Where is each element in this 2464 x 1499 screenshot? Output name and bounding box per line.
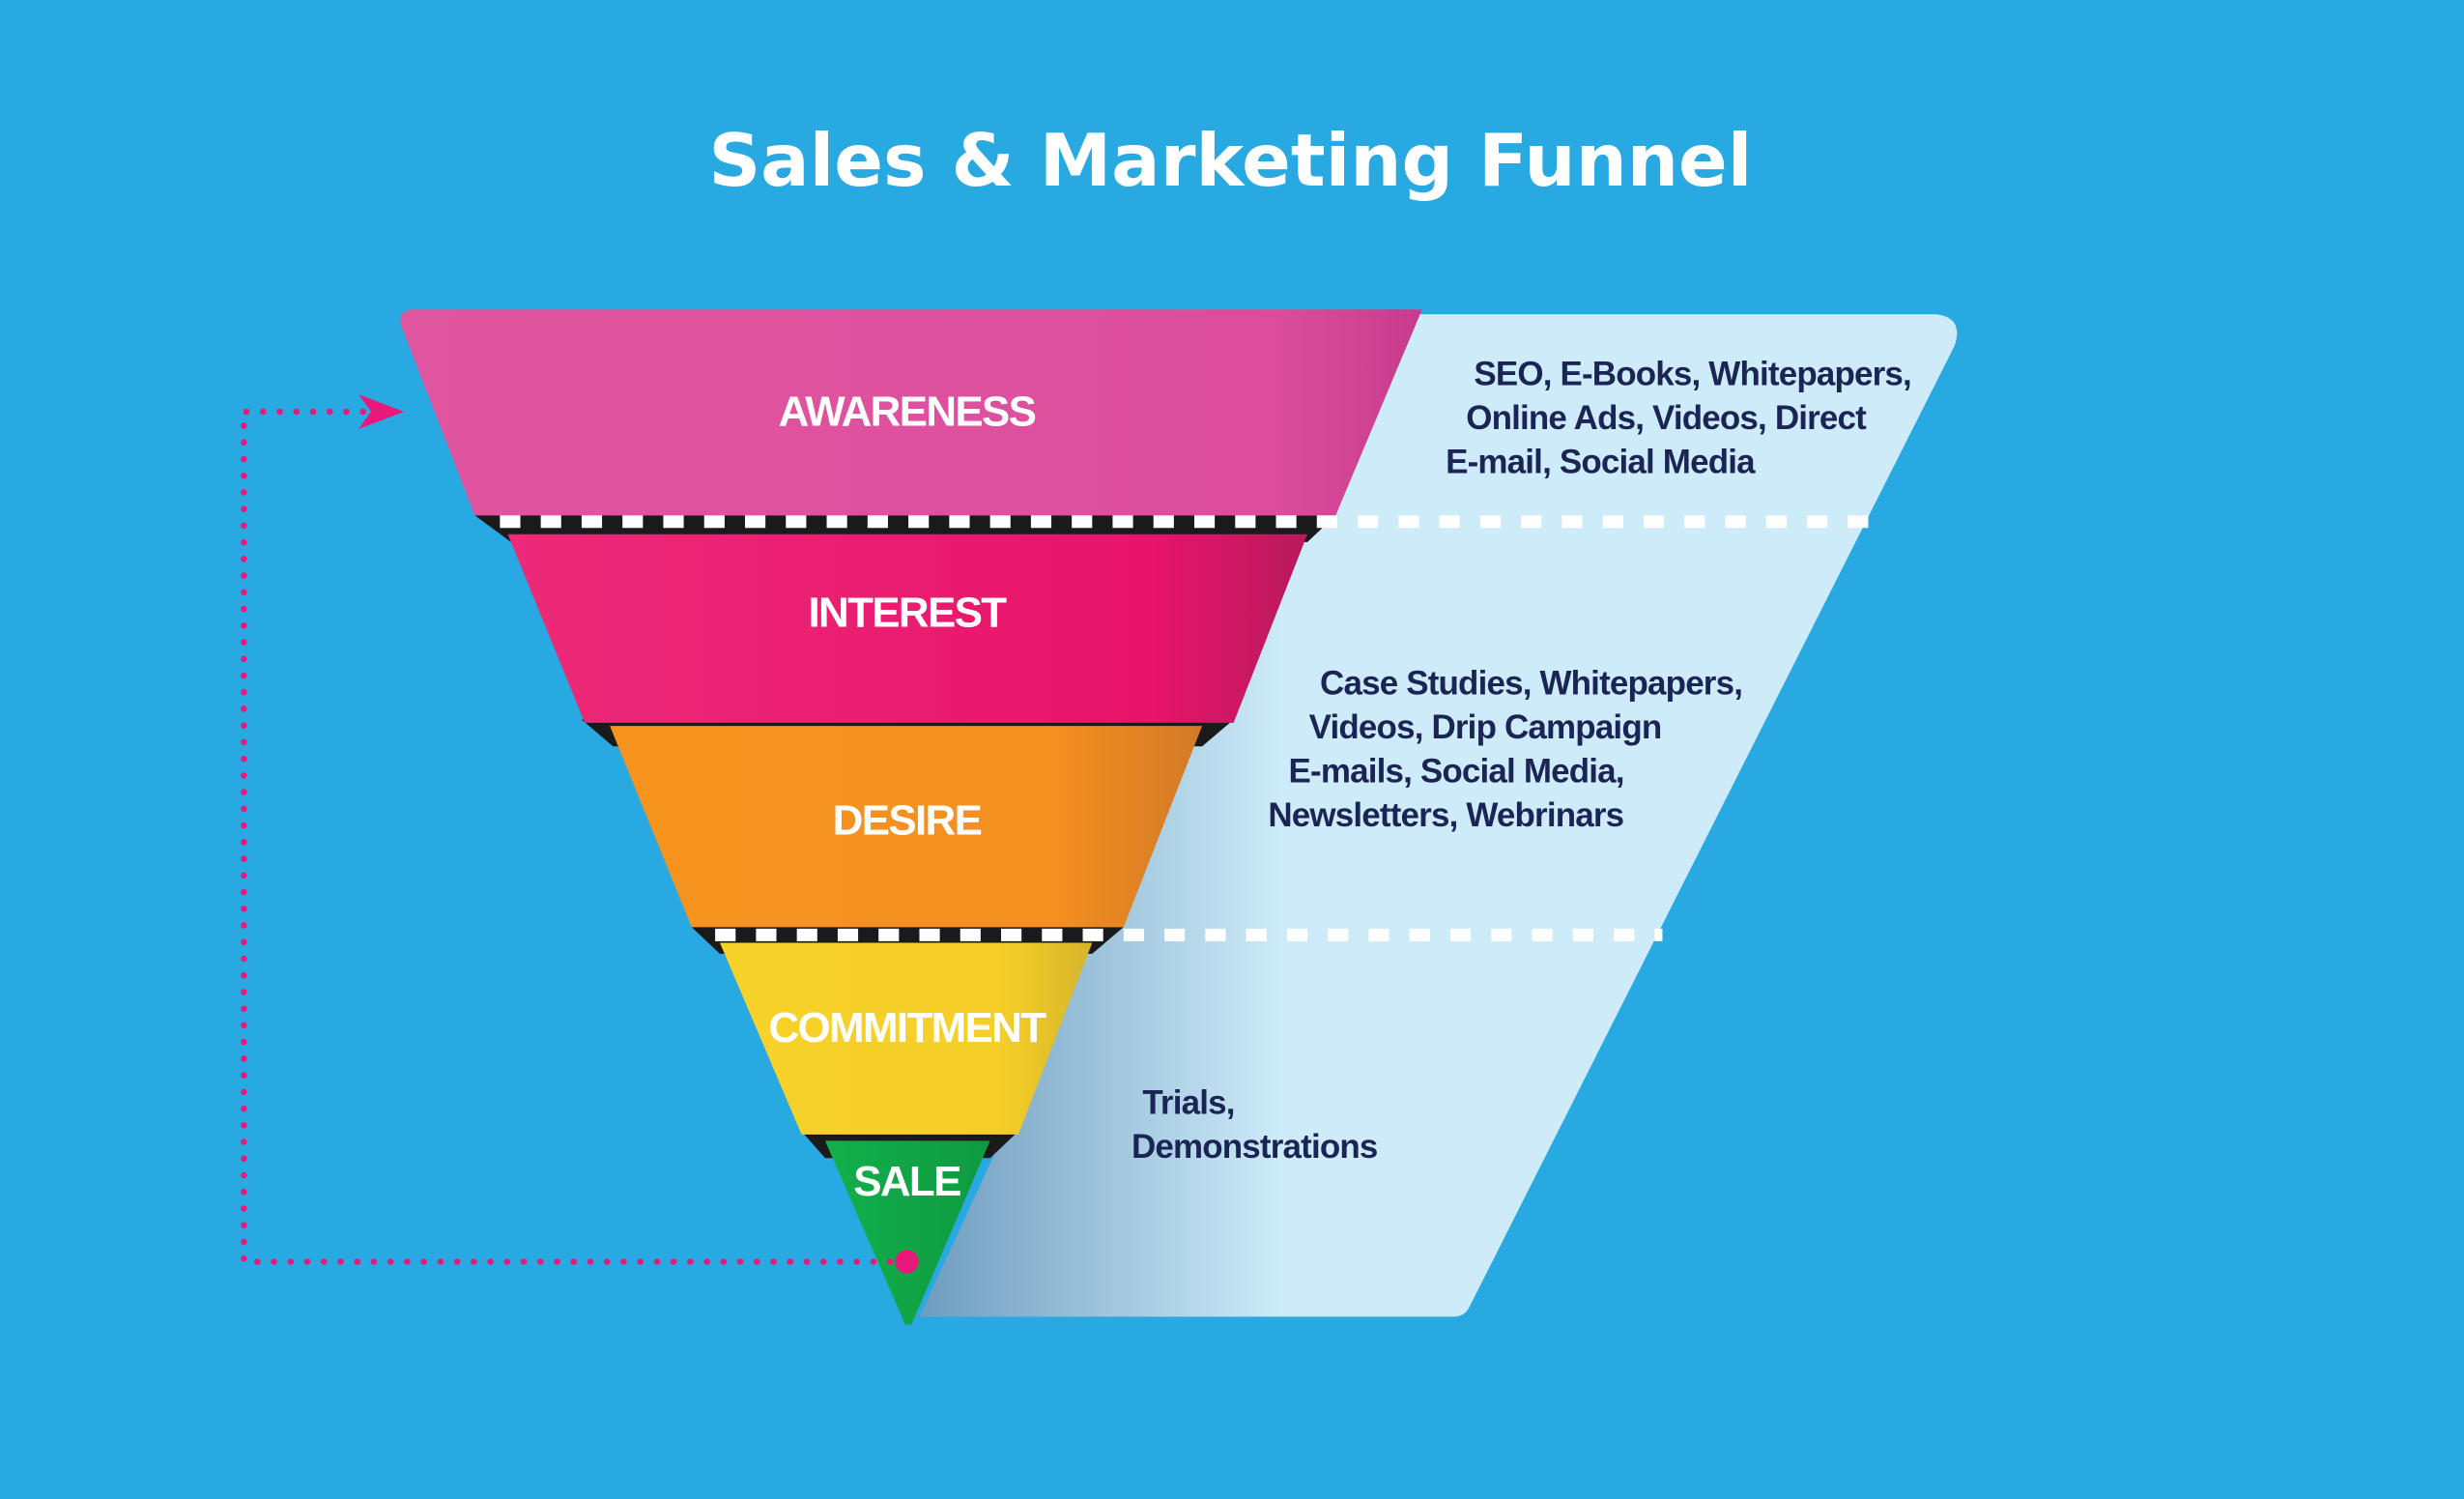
description-panel [919, 314, 1958, 1317]
interest-description-line: Newsletters, Webrinars [1268, 796, 1623, 834]
commitment-description-line: Trials, [1142, 1084, 1234, 1122]
stage-label-desire: DESIRE [833, 796, 982, 844]
awareness-description-line: SEO, E-Books, Whitepapers, [1474, 355, 1911, 392]
arrow-head-icon [358, 394, 405, 429]
interest-description-line: Videos, Drip Campaign [1309, 708, 1662, 746]
interest-description-line: E-mails, Social Media, [1289, 753, 1624, 791]
commitment-description-line: Demonstrations [1132, 1128, 1378, 1166]
interest-description-line: Case Studies, Whitepapers, [1320, 665, 1742, 703]
loop-back-dotted-line [241, 408, 910, 1265]
awareness-description-line: Online Ads, Videos, Direct [1466, 399, 1867, 437]
awareness-description-line: E-mail, Social Media [1446, 443, 1756, 480]
stage-sale [824, 1140, 990, 1325]
stage-label-awareness: AWARENESS [779, 389, 1036, 436]
page-title: Sales & Marketing Funnel [708, 119, 1752, 203]
stage-commitment [719, 942, 1093, 1135]
stage-awareness [400, 309, 1422, 516]
stage-label-interest: INTEREST [808, 590, 1007, 637]
stage-interest [507, 533, 1308, 723]
stage-desire [610, 726, 1203, 928]
stage-label-sale: SALE [853, 1158, 960, 1205]
loop-start-dot [895, 1250, 919, 1274]
stage-label-commitment: COMMITMENT [768, 1004, 1046, 1052]
